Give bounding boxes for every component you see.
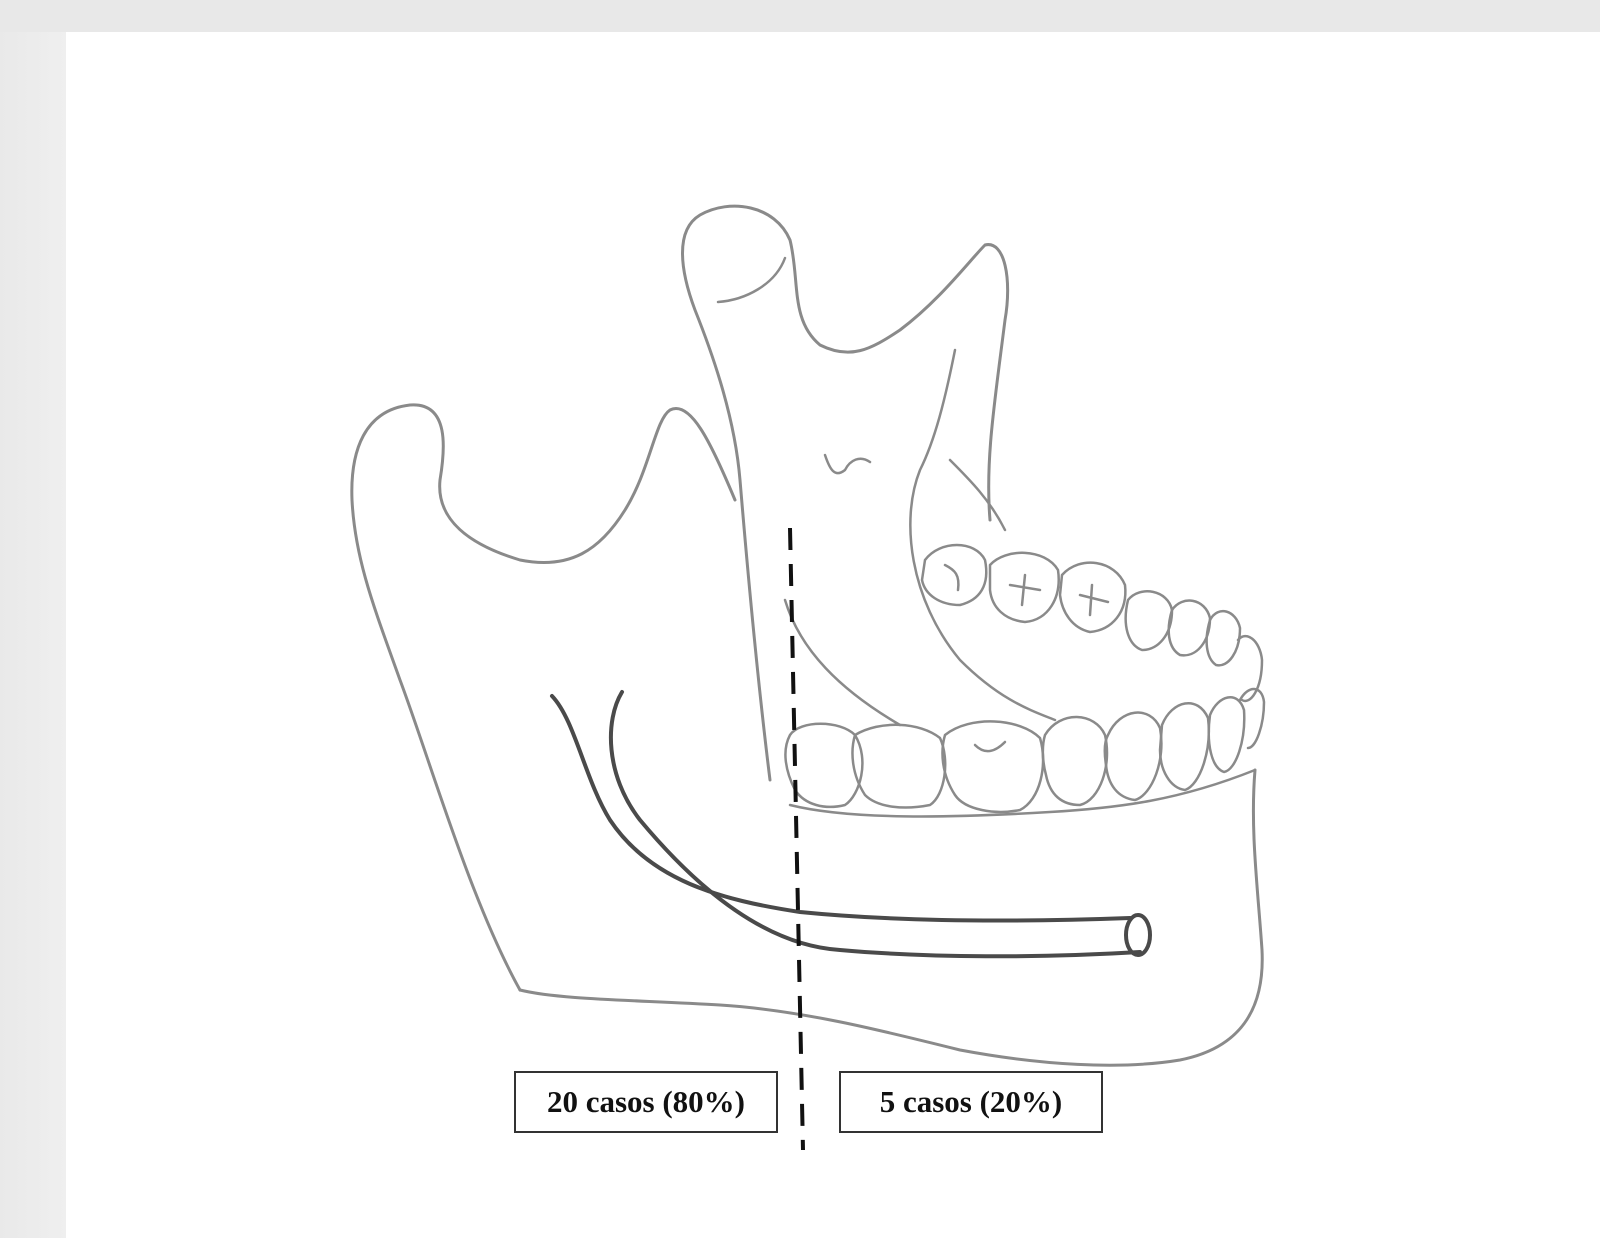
upper-premolar-b xyxy=(1169,601,1210,656)
upper-premolar-a xyxy=(1126,591,1172,650)
left-region-label: 20 casos (80%) xyxy=(514,1071,778,1133)
upper-incisor-a xyxy=(1207,611,1240,665)
lower-premolar-2 xyxy=(1105,713,1162,800)
inner-ramus-line-3 xyxy=(950,460,1005,530)
right-region-label: 5 casos (20%) xyxy=(839,1071,1103,1133)
lower-molar-3-crown xyxy=(975,742,1005,751)
upper-molar-b-mark xyxy=(1010,575,1040,605)
upper-molar-a xyxy=(922,545,986,605)
lower-premolar-1 xyxy=(1043,717,1107,805)
inner-ramus-line-2 xyxy=(910,350,1055,720)
dividing-line xyxy=(790,528,803,1150)
lower-molar-2 xyxy=(852,725,945,808)
lower-molar-3 xyxy=(942,721,1043,811)
lower-incisor-1 xyxy=(1209,697,1244,772)
upper-molar-a-mark xyxy=(945,565,958,590)
condyle-detail xyxy=(718,258,785,302)
mandibular-canal-upper xyxy=(552,696,1130,920)
ramus-mark xyxy=(825,455,870,473)
inner-ramus-line xyxy=(785,600,900,725)
mental-foramen-opening xyxy=(1126,915,1150,955)
lower-canine xyxy=(1160,703,1209,790)
left-ramus-outline xyxy=(352,405,735,990)
upper-molar-c-mark xyxy=(1080,585,1108,615)
